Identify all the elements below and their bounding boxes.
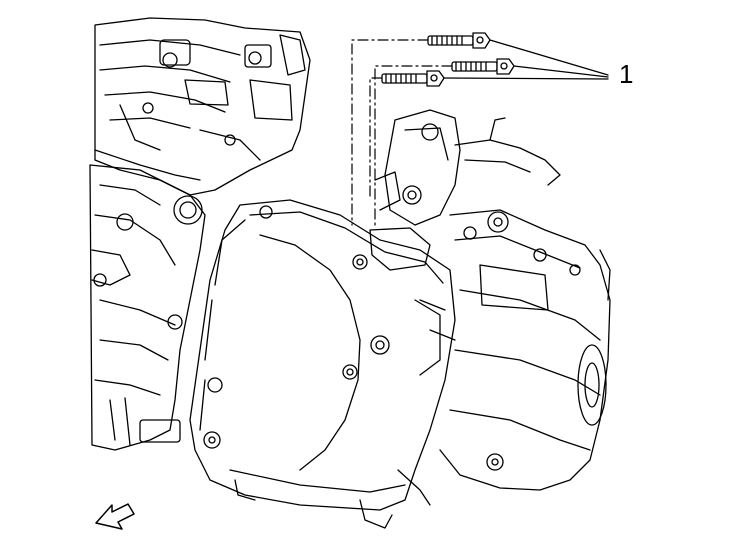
callout-leader-lines [443, 39, 609, 80]
transmission-case [419, 209, 611, 491]
bolt [451, 58, 515, 75]
bell-housing [189, 199, 456, 529]
engine-lower-section [89, 164, 206, 451]
callout-label: 1 [619, 59, 634, 89]
bolt-alignment-lines [351, 39, 453, 226]
engine-block [94, 17, 311, 196]
bolt [427, 32, 491, 49]
shift-control-housing [369, 109, 561, 271]
bolt [381, 70, 445, 87]
transmission-to-engine-bolts [381, 32, 515, 87]
front-direction-arrow-icon [95, 503, 135, 530]
